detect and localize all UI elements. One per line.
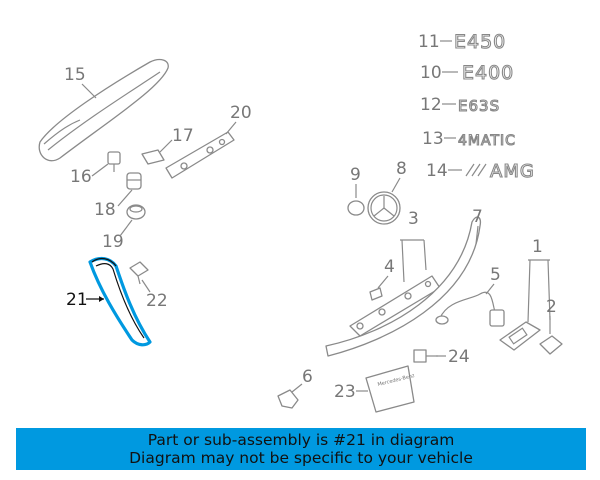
callout-14: 14 [426,161,448,181]
amg-badge-slashes [465,163,487,177]
banner-line-1: Part or sub-assembly is #21 in diagram [147,431,455,449]
screw-part-4 [369,287,383,301]
callout-18: 18 [94,200,116,220]
trim-strip-part-7 [325,216,482,357]
badge-e63s: E63S [458,97,500,115]
callout-10: 10 [420,63,442,83]
badge-e450: E450 [454,31,506,53]
callout-24: 24 [448,347,470,367]
bracket-part-17 [141,149,165,165]
hinge-clip-part-6 [277,389,299,409]
callout-3: 3 [408,209,419,229]
callout-4: 4 [384,257,395,277]
license-lamp-part-1 [499,321,541,351]
callout-20: 20 [230,103,252,123]
callout-7: 7 [472,207,483,227]
callout-16: 16 [70,167,92,187]
leader-22 [141,279,151,293]
leader-20 [225,121,237,135]
callout-11: 11 [418,32,440,52]
callout-1: 1 [532,237,543,257]
leader-5 [485,283,495,295]
callout-9: 9 [350,165,361,185]
leader-6 [291,383,303,393]
callout-21: 21 [66,290,88,310]
leader-19 [119,219,133,237]
spoiler-part-15 [38,58,169,162]
leader-16 [91,163,109,177]
cap-part-19 [126,204,146,220]
callout-15: 15 [64,65,86,85]
leader-18 [117,189,133,207]
callout-8: 8 [396,159,407,179]
banner-line-2: Diagram may not be specific to your vehi… [129,449,473,467]
callout-13: 13 [422,129,444,149]
badge-e400: E400 [462,62,514,84]
grommet-part-18 [126,172,142,190]
side-trim-part-21 [88,256,152,347]
leader-4 [377,275,389,289]
wiring-part-5 [435,291,505,327]
arrowhead-21 [99,296,104,302]
callout-22: 22 [146,291,168,311]
spoiler-bracket-part-20 [165,131,235,179]
seal-part-9 [347,200,365,216]
clip-part-16 [107,151,121,172]
badge-amg: AMG [490,161,535,182]
callout-6: 6 [302,367,313,387]
callout-12: 12 [420,95,442,115]
leader-3 [400,239,427,283]
leader-17 [159,139,173,153]
leader-15 [81,83,97,99]
callout-5: 5 [490,265,501,285]
star-emblem-part-8 [367,191,401,225]
callout-19: 19 [102,232,124,252]
leader-8 [391,177,401,193]
leader-1 [527,259,551,323]
plate-bracket-part-23: Mercedes-Benz [365,365,416,413]
lamp-housing-part-2 [539,335,563,355]
callout-2: 2 [546,297,557,317]
fastener-part-22 [129,261,149,285]
parts-diagram: 15 16 17 20 18 19 21 [38,30,563,413]
callout-17: 17 [172,126,194,146]
callout-23: 23 [334,382,356,402]
leader-7 [475,225,479,245]
info-banner: Part or sub-assembly is #21 in diagram D… [16,428,586,470]
badge-4matic: 4MATIC [458,133,516,149]
bolt-part-24 [413,349,438,363]
